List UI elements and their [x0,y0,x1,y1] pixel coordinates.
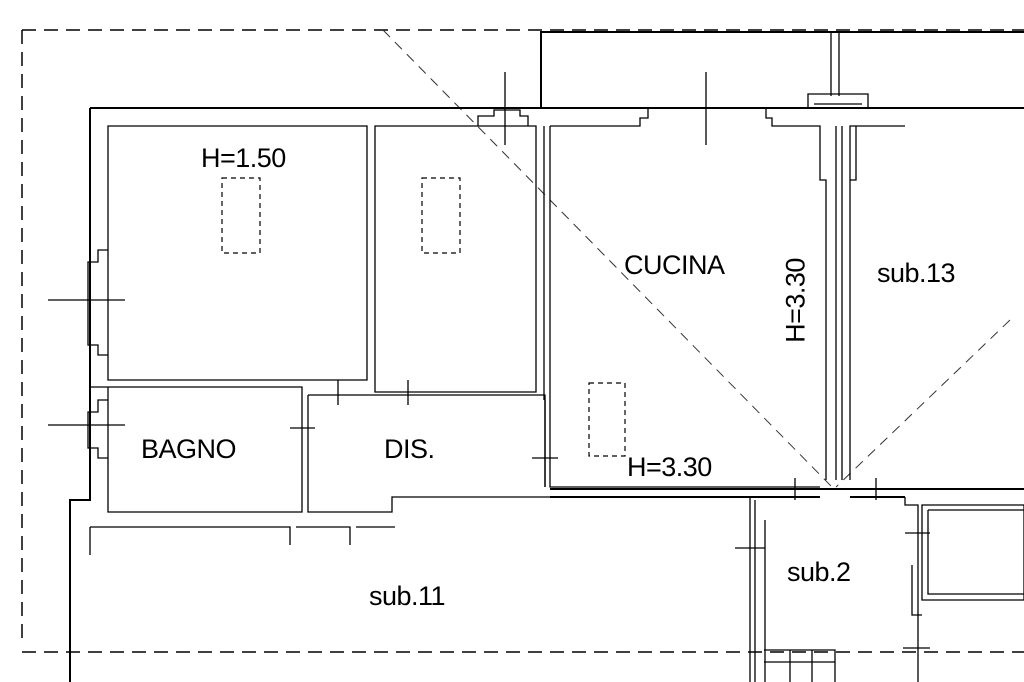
sub2-walls [904,497,1024,682]
window-marks [48,72,707,426]
lower-wall [550,488,1024,498]
room-height-label: H=1.50 [201,143,286,173]
hallway-label: DIS. [384,434,435,464]
window-left-1 [87,249,108,356]
kitchen-wall-thick [543,126,843,480]
sub11-walls [89,500,766,682]
vertical-pipe [807,32,869,108]
inner-wall-line [107,125,537,393]
upper-structure [540,31,1024,108]
window-left-2 [87,399,108,459]
dashed-fixture-3 [588,382,626,457]
kitchen-height-vertical-label: H=3.30 [780,258,811,343]
sub13-label: sub.13 [877,258,956,288]
sub11-label: sub.11 [369,581,446,611]
kitchen-height-label: H=3.30 [627,452,712,482]
boundary-dashed-line [21,29,1024,653]
dashed-fixture-2 [421,177,461,254]
kitchen-label: CUCINA [624,250,725,280]
diagonal-dashed-line [382,29,1011,488]
stair [764,649,836,682]
bathroom-walls [90,386,751,682]
outer-wall [69,107,1024,682]
bathroom-label: BAGNO [141,434,237,464]
dashed-fixture-1 [221,177,261,254]
sub2-label: sub.2 [787,557,851,587]
kitchen-walls [544,108,905,488]
